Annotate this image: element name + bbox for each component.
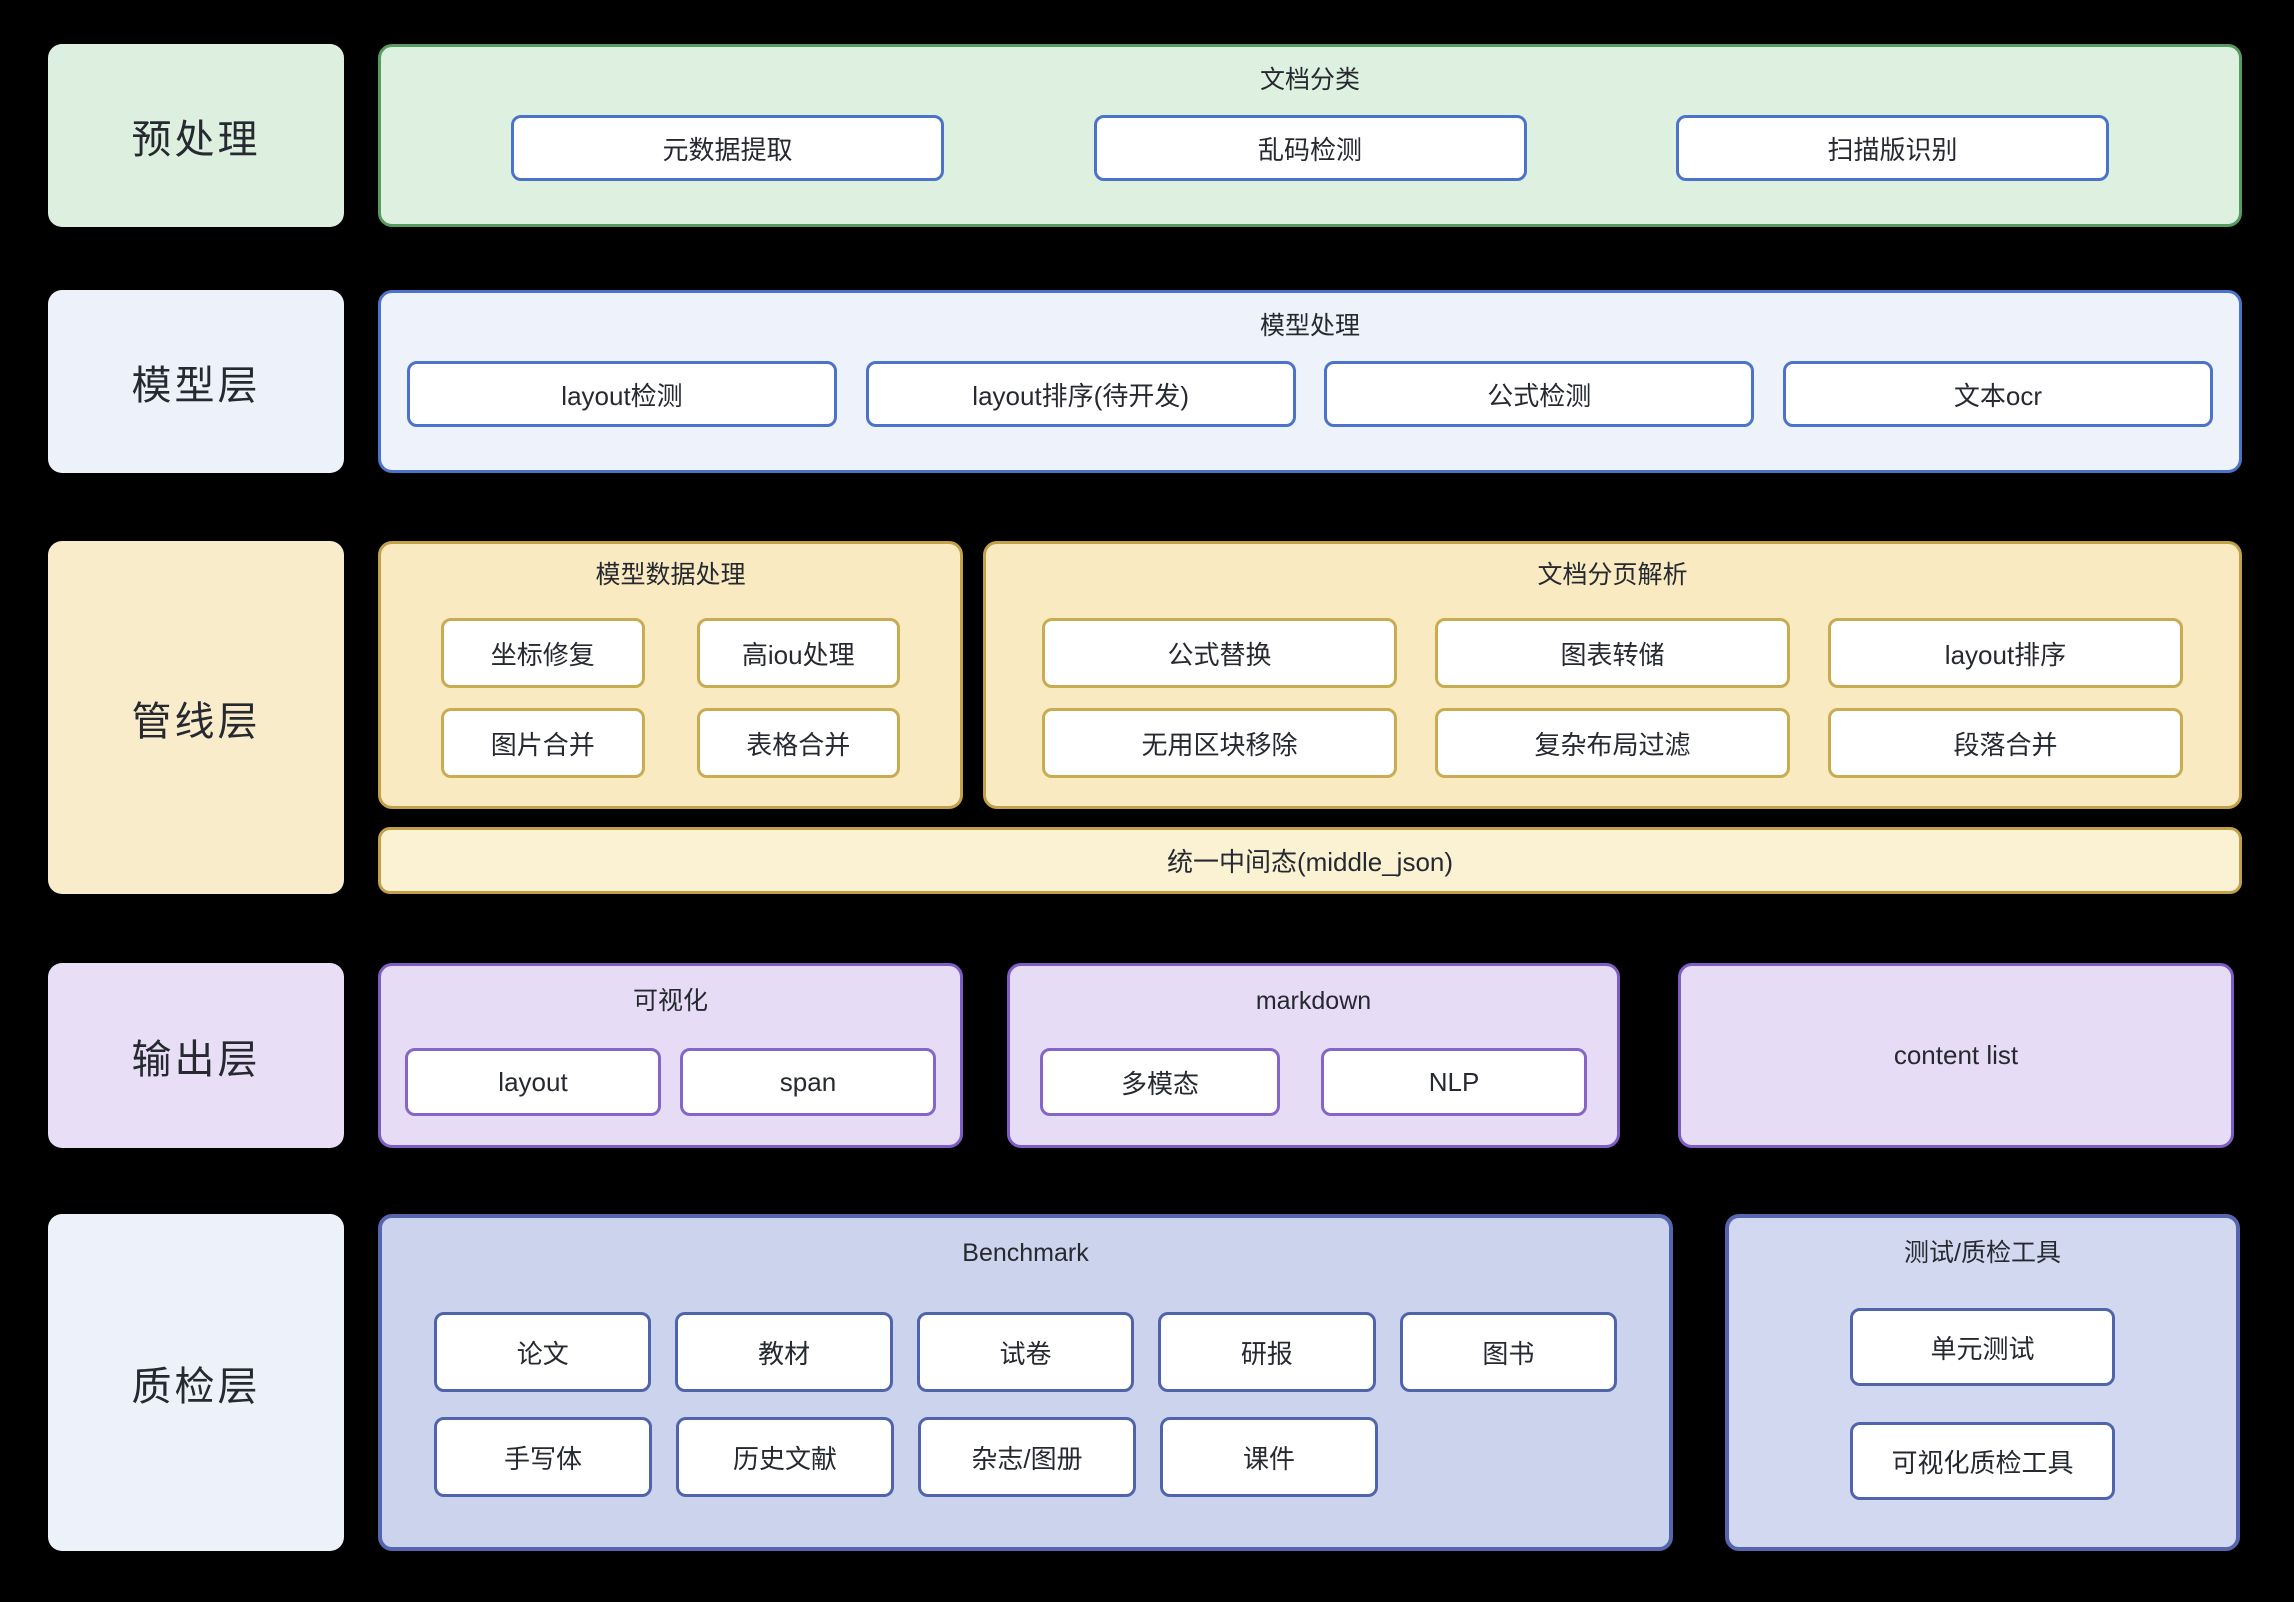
container-title-model-data-processing: 模型数据处理 (595, 561, 746, 589)
layer-label-output: 输出层 (48, 963, 344, 1148)
node-span-output: span (680, 1048, 936, 1116)
layer-row-model: 模型层 模型处理 layout检测 layout排序(待开发) 公式检测 文本o… (48, 290, 2242, 473)
layer-content-pipeline: 模型数据处理 坐标修复 高iou处理 图片合并 表格合并 文档分页解析 公式替换… (378, 541, 2242, 894)
model-process-nodes: layout检测 layout排序(待开发) 公式检测 文本ocr (407, 361, 2213, 427)
node-layout-detection: layout检测 (407, 361, 837, 427)
layer-content-output: 可视化 layout span markdown 多模态 NLP content… (378, 963, 2242, 1148)
markdown-nodes: 多模态 NLP (1040, 1048, 1587, 1116)
container-title-benchmark: Benchmark (962, 1239, 1089, 1267)
node-text-ocr: 文本ocr (1782, 361, 2213, 427)
node-unit-test: 单元测试 (1850, 1308, 2115, 1386)
node-garbled-text-detection: 乱码检测 (1093, 115, 1527, 181)
layer-content-preprocess: 文档分类 元数据提取 乱码检测 扫描版识别 (378, 44, 2242, 227)
node-papers: 论文 (434, 1312, 652, 1392)
layer-content-model: 模型处理 layout检测 layout排序(待开发) 公式检测 文本ocr (378, 290, 2242, 473)
node-layout-sort-in-dev: layout排序(待开发) (865, 361, 1296, 427)
layer-row-preprocess: 预处理 文档分类 元数据提取 乱码检测 扫描版识别 (48, 44, 2242, 227)
layer-row-output: 输出层 可视化 layout span markdown 多模态 NLP con… (48, 963, 2242, 1148)
pipeline-top-row: 模型数据处理 坐标修复 高iou处理 图片合并 表格合并 文档分页解析 公式替换… (378, 541, 2242, 809)
middle-json-bar: 统一中间态(middle_json) (378, 827, 2242, 894)
layer-label-model: 模型层 (48, 290, 344, 473)
container-content-list: content list (1678, 963, 2234, 1148)
node-research-reports: 研报 (1158, 1312, 1376, 1392)
node-nlp: NLP (1321, 1048, 1587, 1116)
node-visual-qc-tool: 可视化质检工具 (1850, 1422, 2115, 1500)
container-title-doc-page-parsing: 文档分页解析 (1537, 561, 1688, 589)
node-formula-replace: 公式替换 (1042, 618, 1397, 688)
node-useless-block-removal: 无用区块移除 (1042, 708, 1397, 778)
layer-label-pipeline: 管线层 (48, 541, 344, 894)
container-model-data-processing: 模型数据处理 坐标修复 高iou处理 图片合并 表格合并 (378, 541, 963, 809)
container-doc-classify: 文档分类 元数据提取 乱码检测 扫描版识别 (378, 44, 2242, 227)
container-title-visualization: 可视化 (632, 987, 708, 1015)
container-benchmark: Benchmark 论文 教材 试卷 研报 图书 手写体 历史文献 杂志/图册 … (378, 1214, 1673, 1551)
node-high-iou-processing: 高iou处理 (696, 618, 900, 688)
doc-classify-nodes: 元数据提取 乱码检测 扫描版识别 (511, 115, 2109, 181)
node-multimodal: 多模态 (1040, 1048, 1280, 1116)
benchmark-row-1: 论文 教材 试卷 研报 图书 (434, 1312, 1618, 1392)
container-test-qc-tools: 测试/质检工具 单元测试 可视化质检工具 (1725, 1214, 2240, 1551)
node-historical-documents: 历史文献 (676, 1417, 894, 1497)
node-exam-papers: 试卷 (916, 1312, 1135, 1392)
node-layout-output: layout (405, 1048, 661, 1116)
node-complex-layout-filter: 复杂布局过滤 (1435, 708, 1790, 778)
container-title-doc-classify: 文档分类 (1259, 66, 1360, 94)
node-metadata-extraction: 元数据提取 (511, 115, 944, 181)
layer-row-pipeline: 管线层 模型数据处理 坐标修复 高iou处理 图片合并 表格合并 文档分页解析 … (48, 541, 2242, 894)
node-courseware: 课件 (1160, 1417, 1378, 1497)
node-chart-dump: 图表转储 (1435, 618, 1790, 688)
container-visualization: 可视化 layout span (378, 963, 963, 1148)
node-layout-sort: layout排序 (1828, 618, 2183, 688)
node-formula-detection: 公式检测 (1324, 361, 1755, 427)
node-handwriting: 手写体 (434, 1417, 652, 1497)
layer-label-qc: 质检层 (48, 1214, 344, 1551)
node-magazines-atlas: 杂志/图册 (918, 1417, 1136, 1497)
node-paragraph-merge: 段落合并 (1828, 708, 2183, 778)
visualization-nodes: layout span (405, 1048, 936, 1116)
node-scanned-version-recognition: 扫描版识别 (1676, 115, 2109, 181)
node-table-merge: 表格合并 (696, 708, 900, 778)
node-books: 图书 (1399, 1312, 1618, 1392)
layer-label-preprocess: 预处理 (48, 44, 344, 227)
benchmark-row-2: 手写体 历史文献 杂志/图册 课件 (434, 1417, 1617, 1497)
model-data-nodes: 坐标修复 高iou处理 图片合并 表格合并 (441, 618, 900, 778)
container-doc-page-parsing: 文档分页解析 公式替换 图表转储 layout排序 无用区块移除 复杂布局过滤 … (983, 541, 2242, 809)
layer-content-qc: Benchmark 论文 教材 试卷 研报 图书 手写体 历史文献 杂志/图册 … (378, 1214, 2242, 1551)
container-title-model-process: 模型处理 (1259, 312, 1360, 340)
container-title-test-qc-tools: 测试/质检工具 (1904, 1239, 2061, 1267)
node-image-merge: 图片合并 (441, 708, 645, 778)
layer-row-qc: 质检层 Benchmark 论文 教材 试卷 研报 图书 手写体 历史文献 杂志… (48, 1214, 2242, 1551)
container-title-markdown: markdown (1255, 987, 1372, 1015)
node-coordinate-fix: 坐标修复 (441, 618, 645, 688)
node-textbooks: 教材 (675, 1312, 893, 1392)
container-model-process: 模型处理 layout检测 layout排序(待开发) 公式检测 文本ocr (378, 290, 2242, 473)
container-markdown: markdown 多模态 NLP (1007, 963, 1620, 1148)
doc-parse-nodes: 公式替换 图表转储 layout排序 无用区块移除 复杂布局过滤 段落合并 (1042, 618, 2183, 778)
